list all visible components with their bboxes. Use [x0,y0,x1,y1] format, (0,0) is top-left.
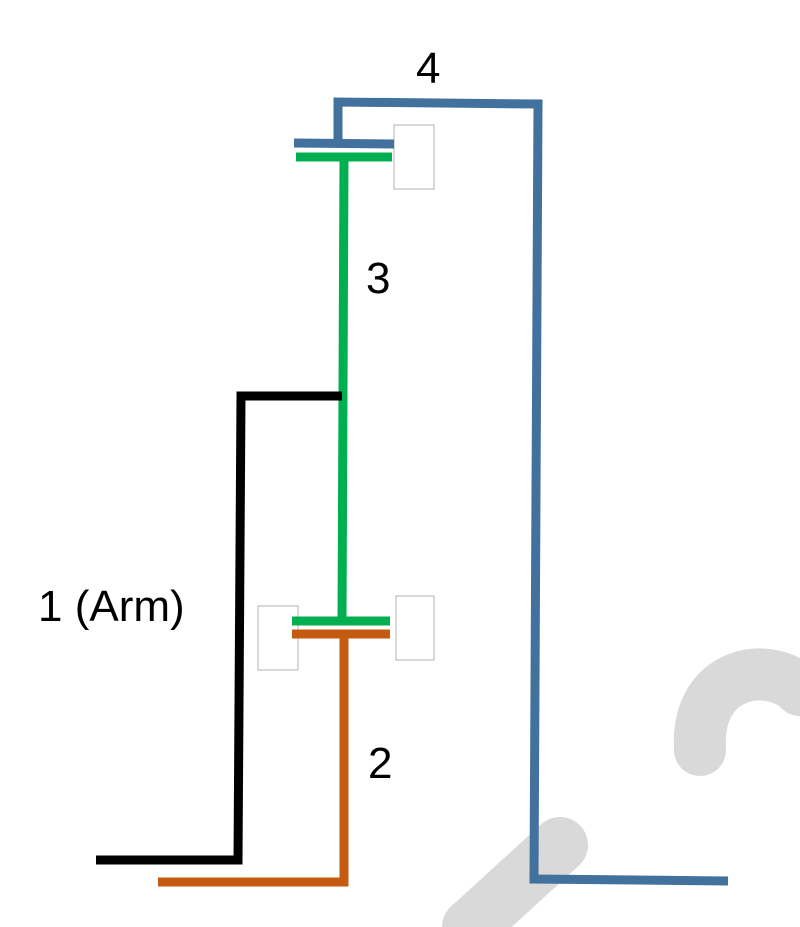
bearing-top [393,124,435,190]
link-2-path [158,634,349,887]
watermark-arc [673,648,800,776]
link-3-planet [292,152,392,626]
label-link-3: 3 [366,254,390,303]
label-link-1: 1 (Arm) [38,582,185,631]
label-link-4: 4 [416,44,440,93]
link-4-frame [293,97,729,886]
link-4-top-bar [293,138,395,149]
bearing-bottom-right [395,595,435,661]
watermark-shape [442,648,800,927]
link-1-arm [96,391,342,865]
link-1-path [96,391,342,865]
label-link-2: 2 [368,739,392,788]
link-3-shaft [337,156,349,622]
watermark-stroke [442,817,588,927]
link-2-sun [158,629,390,887]
link-4-path [333,97,729,886]
bearing-bottom-left [257,605,299,671]
